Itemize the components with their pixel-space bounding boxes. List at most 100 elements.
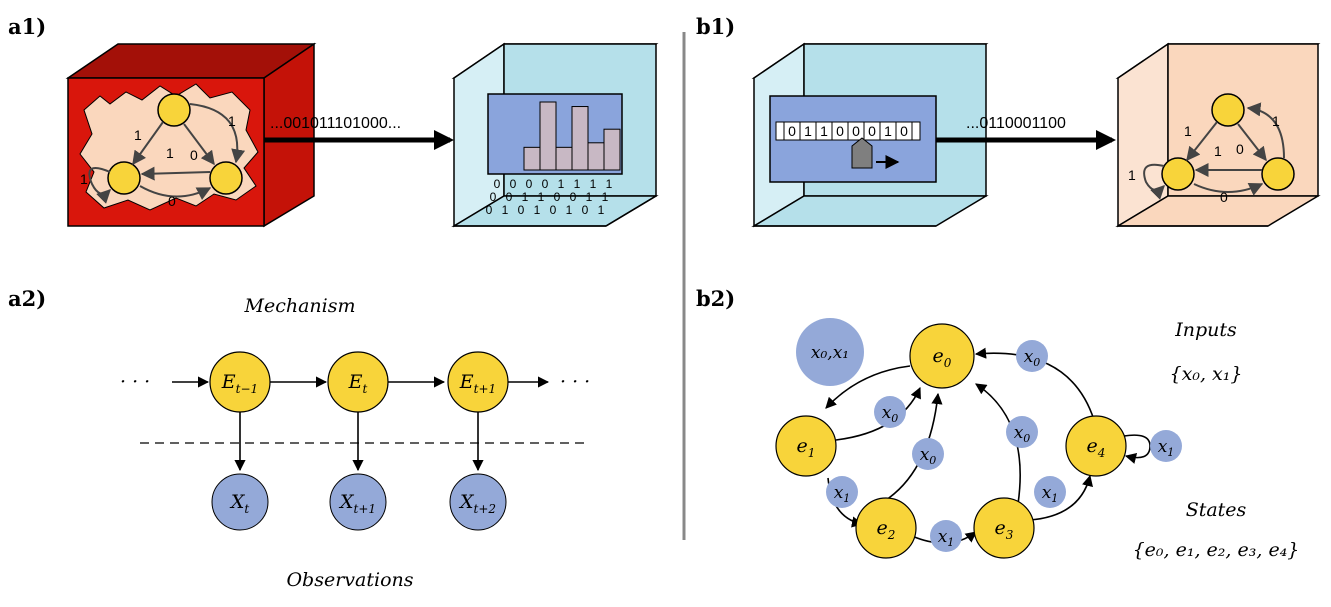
- b2-badge-x0-top: x0: [1016, 340, 1048, 372]
- svg-text:Xt+2: Xt+2: [458, 491, 496, 516]
- b1-blue-box: [751, 42, 989, 228]
- a1-histogram-bar: [603, 128, 621, 171]
- a1-table-bit: 0: [510, 177, 517, 191]
- a2-hidden-node-1: Et−1: [209, 351, 271, 413]
- b1-tape-cell: [895, 121, 913, 141]
- b2-badge-x0-e3: x0: [1006, 416, 1038, 448]
- a1-table-bit: 1: [574, 177, 581, 191]
- svg-text:e1: e1: [797, 435, 816, 460]
- a1-histogram-bar: [555, 146, 573, 171]
- a1-table-bit: 1: [566, 203, 573, 217]
- svg-text:e4: e4: [1087, 435, 1106, 460]
- b1-peach-box: [1115, 42, 1321, 228]
- b2-edge-e0-e1: [825, 365, 911, 409]
- a1-table-bit: 1: [558, 177, 565, 191]
- b1-edge-label-3: 1: [1214, 143, 1222, 159]
- a2-ellipsis-right: · · ·: [560, 371, 590, 393]
- panel-label-a2: a2): [8, 286, 46, 311]
- b1-tape-bit: 0: [836, 123, 844, 139]
- a1-table-bit: 0: [486, 203, 493, 217]
- svg-text:e3: e3: [995, 517, 1014, 542]
- a1-table-bit: 1: [602, 190, 609, 204]
- a1-table-bit: 1: [606, 177, 613, 191]
- a1-table-bit: 0: [526, 177, 533, 191]
- b2-inputs-set: {x₀, x₁}: [1170, 363, 1243, 385]
- a1-histogram-bar: [571, 106, 589, 171]
- b2-badge-x0-e1: x0: [874, 396, 906, 428]
- b2-edge-e4-self: [1123, 434, 1151, 464]
- b2-edge-e3-e4: [1029, 474, 1093, 521]
- b1-edge-label-2: 1: [1272, 113, 1280, 129]
- svg-text:e2: e2: [877, 517, 896, 542]
- b2-state-e1: e1: [775, 415, 837, 477]
- svg-text:Et: Et: [348, 371, 368, 396]
- b2-badge-x1-self: x1: [1150, 430, 1182, 462]
- b1-tape-bit: 1: [804, 123, 812, 139]
- b1-edge-label-4: 0: [1236, 141, 1244, 157]
- svg-text:e0: e0: [933, 345, 952, 370]
- svg-text:x1: x1: [938, 527, 955, 549]
- a2-observations-title: Observations: [286, 569, 413, 591]
- b2-states-title: States: [1186, 499, 1247, 521]
- a2-observed-node-1: Xt: [211, 473, 269, 531]
- svg-text:Et+1: Et+1: [459, 371, 496, 396]
- a1-table-bit: 1: [598, 203, 605, 217]
- a2-mechanism-title: Mechanism: [244, 295, 356, 317]
- panel-label-a1: a1): [8, 14, 46, 39]
- panel-label-b2: b2): [696, 286, 735, 311]
- a1-table-bit: 0: [570, 190, 577, 204]
- svg-text:x1: x1: [1042, 483, 1059, 505]
- a1-table-bit: 1: [534, 203, 541, 217]
- b1-edge-label-1: 1: [1184, 123, 1192, 139]
- a1-table-bit: 1: [538, 190, 545, 204]
- a1-edge-label-5: 1: [80, 171, 88, 187]
- a1-table-bit: 0: [506, 190, 513, 204]
- svg-text:x1: x1: [1158, 437, 1175, 459]
- svg-text:Et−1: Et−1: [221, 371, 258, 396]
- a2-ellipsis-left: · · ·: [120, 371, 150, 393]
- a1-table-bit: 1: [586, 190, 593, 204]
- a1-table-bit: 0: [554, 190, 561, 204]
- b2-badge-x0-e2: x0: [912, 438, 944, 470]
- a1-edge-label-6: 0: [168, 193, 176, 209]
- b1-tape-bit: 1: [884, 123, 892, 139]
- b2-states-set: {e₀, e₁, e₂, e₃, e₄}: [1133, 539, 1300, 561]
- svg-text:x0: x0: [1024, 347, 1041, 369]
- b1-stream-label: ...0110001100: [966, 115, 1066, 132]
- a1-table-bit: 0: [518, 203, 525, 217]
- b2-badge-x1-e2e3: x1: [930, 520, 962, 552]
- a2-observed-node-3: Xt+2: [449, 473, 507, 531]
- b2-input-legend-bubble: [796, 318, 864, 386]
- a1-table-bit: 1: [522, 190, 529, 204]
- a1-edge-label-3: 1: [166, 145, 174, 161]
- a1-histogram-bar: [587, 142, 605, 171]
- a1-table-bit: 0: [490, 190, 497, 204]
- panel-label-b1: b1): [696, 14, 735, 39]
- a1-edge-label-4: 0: [190, 147, 198, 163]
- svg-text:x0: x0: [882, 403, 899, 425]
- svg-text:x1: x1: [834, 483, 851, 505]
- b1-tape-bit: 0: [852, 123, 860, 139]
- b2-state-e0: e0: [909, 323, 975, 389]
- b2-state-e3: e3: [973, 497, 1035, 559]
- a1-edge-label-1: 1: [134, 127, 142, 143]
- b2-badge-x1-e3e4: x1: [1034, 476, 1066, 508]
- b1-tape-bit: 1: [820, 123, 828, 139]
- svg-text:x0: x0: [1014, 423, 1031, 445]
- b2-input-legend-label: x₀,x₁: [811, 343, 849, 363]
- b1-tape-head: [851, 137, 900, 169]
- a1-table-bit: 0: [494, 177, 501, 191]
- a1-histogram-bar: [539, 101, 557, 171]
- svg-text:Xt+1: Xt+1: [338, 491, 376, 516]
- a1-edge-label-2: 1: [228, 113, 236, 129]
- b2-badge-x1-e1e2: x1: [826, 476, 858, 508]
- a1-table-bit: 0: [542, 177, 549, 191]
- svg-text:x0: x0: [920, 445, 937, 467]
- a1-red-box: [65, 42, 317, 228]
- b2-inputs-title: Inputs: [1174, 319, 1237, 341]
- b2-state-e4: e4: [1065, 415, 1127, 477]
- a1-stream-label: ...001011101000...: [270, 115, 401, 132]
